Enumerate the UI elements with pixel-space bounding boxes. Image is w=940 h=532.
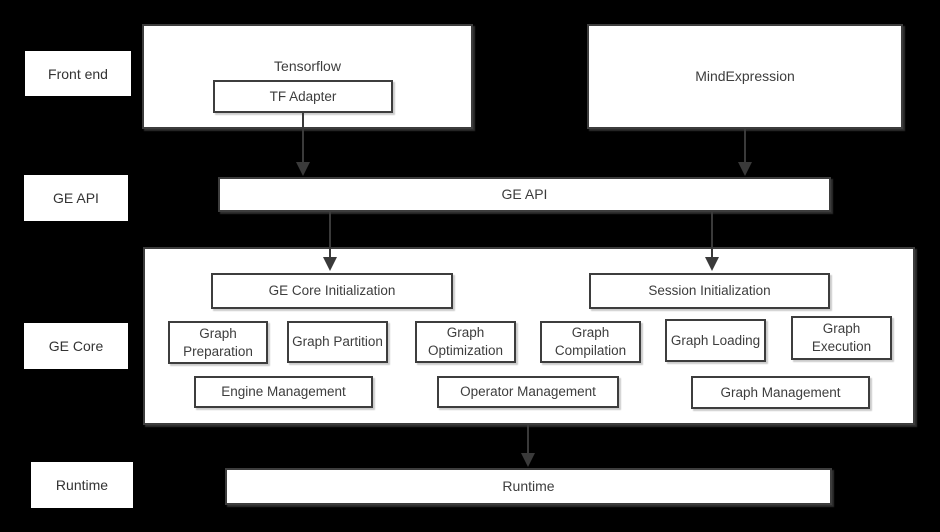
module-box-graph-partition: Graph Partition <box>287 321 388 363</box>
row-label-ge-core: GE Core <box>24 323 128 369</box>
arrow-ge-core-to-runtime <box>521 425 535 467</box>
session-initialization-box: Session Initialization <box>589 273 830 309</box>
row-label-front-end: Front end <box>25 51 131 96</box>
arrow-ge-api-to-ge-core-initialization <box>323 212 337 271</box>
arrow-tf-adapter-to-ge-api <box>296 113 310 176</box>
module-box-graph-preparation: Graph Preparation <box>168 321 268 364</box>
operator-management-box: Operator Management <box>437 376 619 408</box>
mindexpression-box: MindExpression <box>587 24 903 129</box>
row-label-ge-api: GE API <box>24 175 128 221</box>
module-box-graph-loading: Graph Loading <box>665 319 766 362</box>
module-box-graph-execution: Graph Execution <box>791 316 892 360</box>
arrow-mindexpression-to-ge-api <box>738 129 752 176</box>
arrow-ge-api-to-session-initialization <box>705 212 719 271</box>
ge-api-bar: GE API <box>218 177 831 212</box>
row-label-runtime: Runtime <box>31 462 133 508</box>
engine-management-box: Engine Management <box>194 376 373 408</box>
module-box-graph-compilation: Graph Compilation <box>540 321 641 363</box>
tensorflow-title: Tensorflow <box>274 58 341 74</box>
graph-management-box: Graph Management <box>691 376 870 409</box>
tf-adapter-box: TF Adapter <box>213 80 393 113</box>
runtime-bar: Runtime <box>225 468 832 505</box>
ge-core-initialization-box: GE Core Initialization <box>211 273 453 309</box>
module-box-graph-optimization: Graph Optimization <box>415 321 516 363</box>
